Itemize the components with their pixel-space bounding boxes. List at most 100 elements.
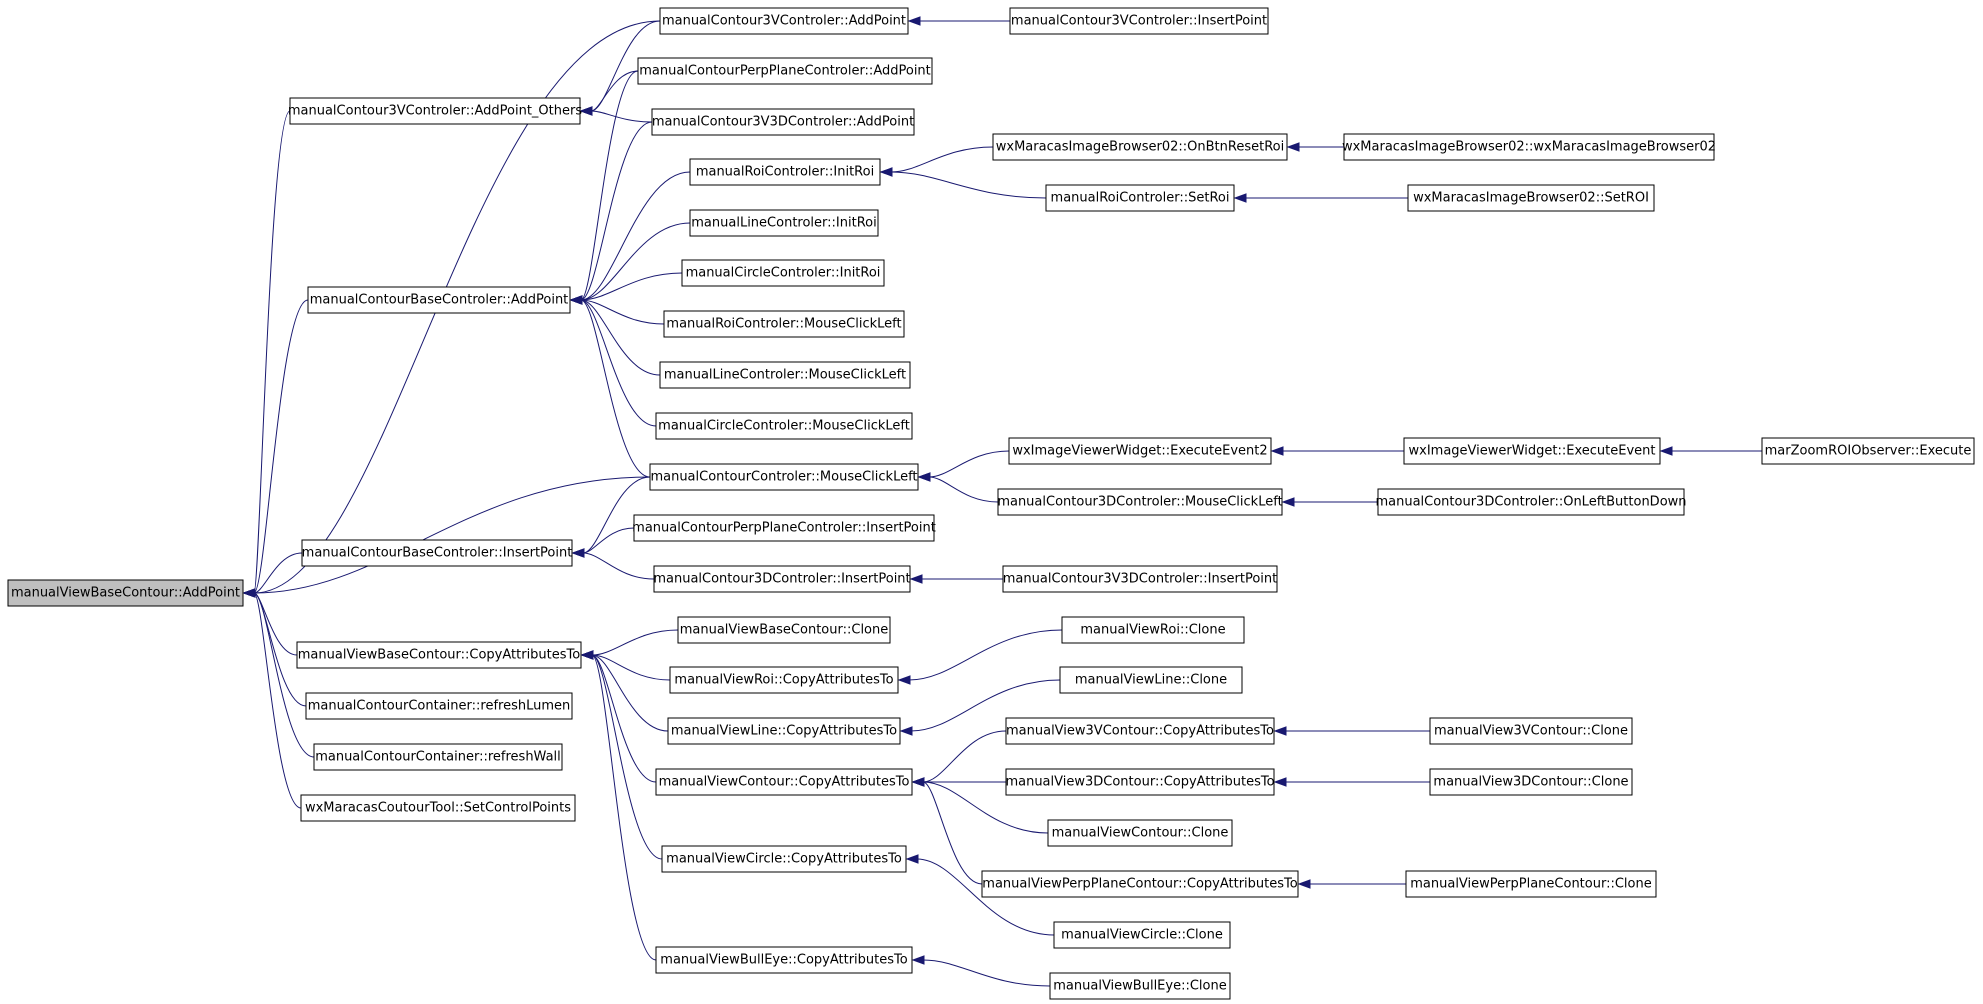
- graph-node[interactable]: manualViewPerpPlaneContour::Clone: [1405, 870, 1657, 898]
- graph-node[interactable]: manualContour3VControler::InsertPoint: [1009, 7, 1269, 35]
- graph-node[interactable]: wxMaracasCoutourTool::SetControlPoints: [300, 794, 576, 822]
- arrowhead-icon: [1281, 497, 1295, 507]
- graph-edge: [922, 959, 1051, 987]
- node-label: manualViewBaseContour::AddPoint: [11, 586, 240, 601]
- graph-node[interactable]: manualRoiControler::InitRoi: [689, 158, 881, 186]
- node-box: [655, 768, 913, 796]
- graph-node[interactable]: manualViewCircle::CopyAttributesTo: [661, 845, 907, 873]
- arrowhead-icon: [580, 650, 594, 660]
- arrowhead-icon: [905, 854, 919, 864]
- graph-node[interactable]: wxMaracasImageBrowser02::SetROI: [1407, 184, 1655, 212]
- graph-node[interactable]: manualContour3V3DControler::InsertPoint: [1002, 565, 1278, 593]
- node-box: [655, 946, 913, 974]
- graph-edge: [591, 629, 679, 656]
- graph-node[interactable]: manualCircleControler::InitRoi: [681, 259, 885, 287]
- graph-node[interactable]: manualViewBullEye::Clone: [1049, 972, 1231, 1000]
- node-label: manualViewBaseContour::Clone: [680, 623, 889, 638]
- graph-node[interactable]: manualContourPerpPlaneControler::AddPoin…: [637, 57, 933, 85]
- graph-node[interactable]: manualRoiControler::SetRoi: [1045, 184, 1235, 212]
- graph-node[interactable]: manualCircleControler::MouseClickLeft: [655, 412, 913, 440]
- graph-node[interactable]: manualViewPerpPlaneContour::CopyAttribut…: [981, 870, 1299, 898]
- node-box: [1429, 717, 1633, 745]
- graph-node[interactable]: manualView3DContour::Clone: [1429, 768, 1633, 796]
- node-box: [1405, 870, 1657, 898]
- node-label: manualViewRoi::Clone: [1080, 623, 1225, 638]
- node-label: manualContourControler::MouseClickLeft: [650, 470, 917, 485]
- node-label: manualRoiControler::InitRoi: [696, 165, 874, 180]
- node-box: [651, 108, 915, 136]
- node-box: [313, 743, 563, 771]
- graph-node[interactable]: manualContourBaseControler::InsertPoint: [301, 539, 573, 567]
- node-label: manualContour3DControler::MouseClickLeft: [997, 495, 1282, 510]
- arrowhead-icon: [1297, 879, 1311, 889]
- node-label: manualContourPerpPlaneControler::InsertP…: [632, 521, 936, 536]
- graph-node[interactable]: manualContourControler::MouseClickLeft: [649, 463, 919, 491]
- graph-edge: [922, 730, 1007, 783]
- graph-node[interactable]: wxMaracasImageBrowser02::wxMaracasImageB…: [1342, 133, 1716, 161]
- node-box: [669, 666, 899, 694]
- graph-edge: [928, 476, 999, 503]
- node-box: [1761, 437, 1975, 465]
- graph-node[interactable]: manualViewBullEye::CopyAttributesTo: [655, 946, 913, 974]
- arrowhead-icon: [907, 16, 921, 26]
- graph-edge: [591, 654, 663, 860]
- graph-node[interactable]: manualLineControler::InitRoi: [689, 209, 879, 237]
- node-label: manualViewPerpPlaneContour::Clone: [1410, 877, 1651, 892]
- arrowhead-icon: [1233, 193, 1247, 203]
- graph-node[interactable]: manualContourContainer::refreshWall: [313, 743, 563, 771]
- node-label: manualView3VContour::Clone: [1434, 724, 1628, 739]
- node-box: [307, 286, 571, 314]
- graph-node[interactable]: manualViewCircle::Clone: [1053, 921, 1231, 949]
- graph-node[interactable]: manualContour3VControler::AddPoint_Other…: [288, 97, 582, 125]
- node-box: [7, 579, 244, 607]
- graph-node[interactable]: manualViewBaseContour::CopyAttributesTo: [296, 641, 582, 669]
- graph-node[interactable]: manualContour3VControler::AddPoint: [659, 7, 909, 35]
- graph-node[interactable]: manualContour3DControler::MouseClickLeft: [997, 488, 1283, 516]
- arrowhead-icon: [917, 472, 931, 482]
- node-box: [300, 794, 576, 822]
- graph-node[interactable]: marZoomROIObserver::Execute: [1761, 437, 1975, 465]
- graph-node[interactable]: manualViewBaseContour::AddPoint: [7, 579, 244, 607]
- graph-node[interactable]: wxImageViewerWidget::ExecuteEvent: [1403, 437, 1661, 465]
- graph-node[interactable]: manualLineControler::MouseClickLeft: [659, 361, 911, 389]
- graph-node[interactable]: manualContour3DControler::OnLeftButtonDo…: [1375, 488, 1687, 516]
- node-label: manualViewBullEye::Clone: [1053, 979, 1226, 994]
- graph-node[interactable]: wxImageViewerWidget::ExecuteEvent2: [1008, 437, 1272, 465]
- graph-node[interactable]: manualView3VContour::Clone: [1429, 717, 1633, 745]
- graph-node[interactable]: manualView3VContour::CopyAttributesTo: [1005, 717, 1275, 745]
- node-box: [1049, 972, 1231, 1000]
- node-box: [663, 310, 905, 338]
- node-label: manualViewRoi::CopyAttributesTo: [674, 673, 893, 688]
- graph-node[interactable]: manualContourBaseControler::AddPoint: [307, 286, 571, 314]
- node-box: [1045, 184, 1235, 212]
- graph-node[interactable]: manualViewContour::Clone: [1047, 819, 1233, 847]
- graph-node[interactable]: manualView3DContour::CopyAttributesTo: [1005, 768, 1275, 796]
- node-label: wxMaracasCoutourTool::SetControlPoints: [305, 801, 571, 816]
- node-box: [1047, 819, 1233, 847]
- node-box: [653, 565, 911, 593]
- graph-node[interactable]: manualViewRoi::Clone: [1061, 616, 1245, 644]
- graph-edge: [253, 552, 303, 594]
- arrowhead-icon: [1273, 726, 1287, 736]
- node-box: [667, 717, 901, 745]
- node-box: [655, 412, 913, 440]
- graph-node[interactable]: manualRoiControler::MouseClickLeft: [663, 310, 905, 338]
- graph-node[interactable]: manualViewLine::Clone: [1059, 666, 1243, 694]
- node-label: manualRoiControler::SetRoi: [1051, 191, 1230, 206]
- graph-node[interactable]: manualContour3V3DControler::AddPoint: [651, 108, 915, 136]
- node-label: wxMaracasImageBrowser02::SetROI: [1413, 191, 1649, 206]
- node-label: marZoomROIObserver::Execute: [1765, 444, 1972, 459]
- node-label: manualView3DContour::CopyAttributesTo: [1005, 775, 1274, 790]
- graph-node[interactable]: manualViewBaseContour::Clone: [677, 616, 891, 644]
- graph-edge: [890, 146, 994, 173]
- graph-node[interactable]: manualViewContour::CopyAttributesTo: [655, 768, 913, 796]
- graph-node[interactable]: manualContourPerpPlaneControler::InsertP…: [632, 514, 936, 542]
- arrowhead-icon: [1659, 446, 1673, 456]
- graph-node[interactable]: manualContour3DControler::InsertPoint: [653, 565, 911, 593]
- node-box: [659, 361, 911, 389]
- graph-node[interactable]: manualViewLine::CopyAttributesTo: [667, 717, 901, 745]
- graph-node[interactable]: manualContourContainer::refreshLumen: [305, 692, 573, 720]
- graph-node[interactable]: manualViewRoi::CopyAttributesTo: [669, 666, 899, 694]
- node-box: [305, 692, 573, 720]
- graph-node[interactable]: wxMaracasImageBrowser02::OnBtnResetRoi: [992, 133, 1288, 161]
